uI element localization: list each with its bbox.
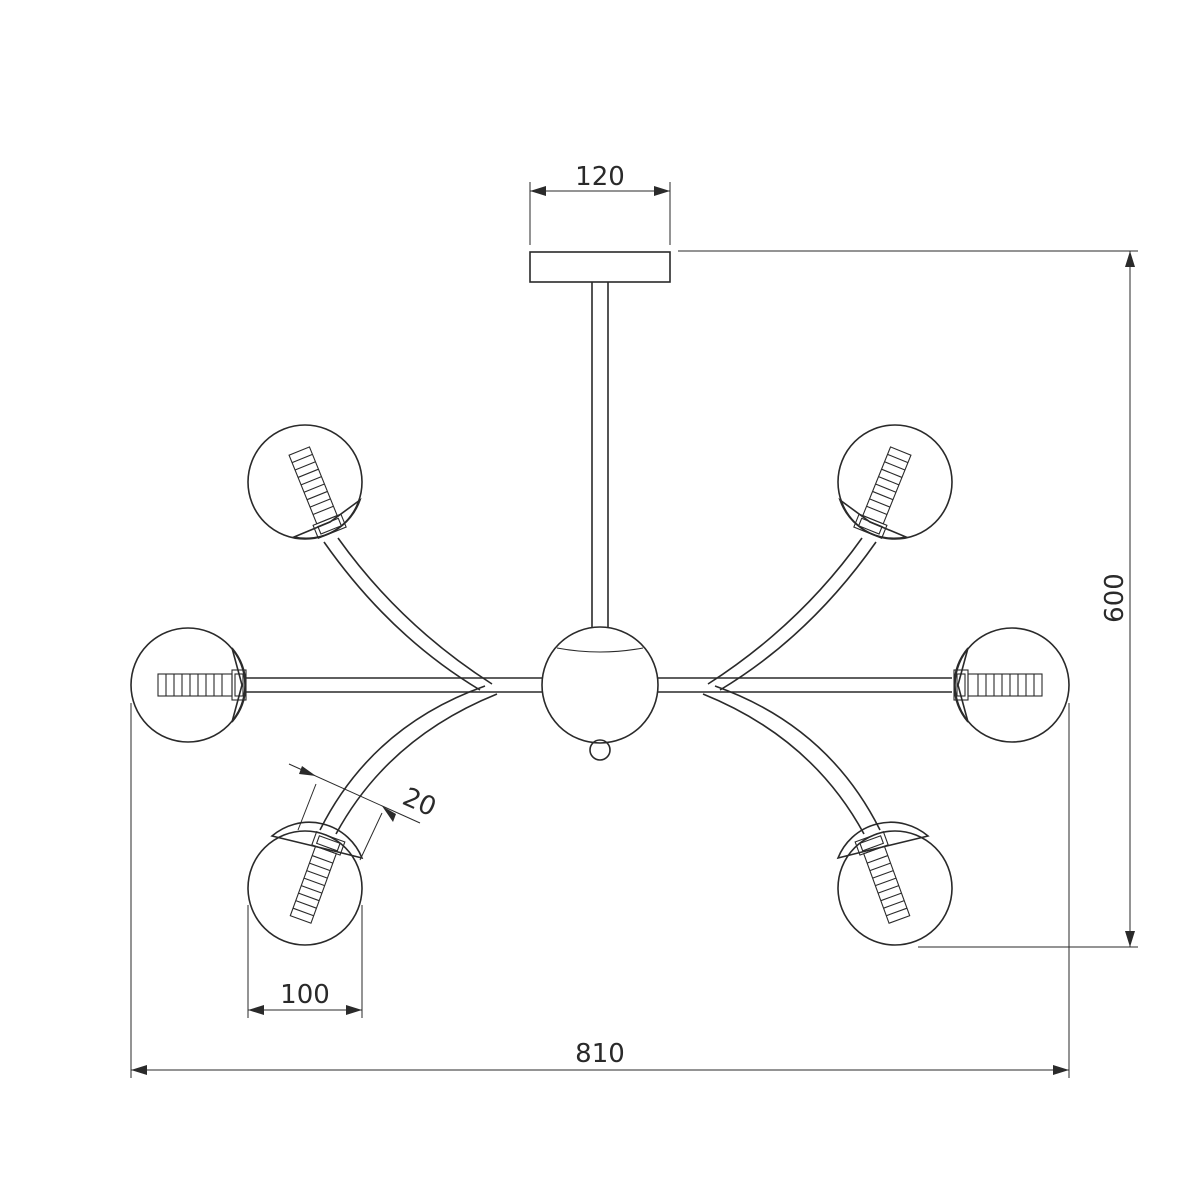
curved-arm-lower-right: [702, 685, 881, 835]
globe-left: [130, 627, 247, 743]
dimension-total-width: 810: [130, 703, 1070, 1078]
globe-lower-right: [836, 821, 953, 946]
globe-lower-left: [247, 821, 364, 946]
horizontal-arm-left: [245, 677, 542, 693]
curved-arm-upper-right: [707, 537, 877, 691]
central-hub: [541, 626, 659, 761]
curved-arm-lower-left: [319, 685, 498, 835]
dimension-label-canopy-width: 120: [575, 162, 625, 192]
dimension-shade-diameter: 100: [247, 905, 363, 1018]
horizontal-arm-right: [658, 677, 952, 693]
globe-right: [953, 627, 1070, 743]
dimension-canopy-width: 120: [529, 162, 671, 245]
dimension-label-shade-diameter: 100: [280, 980, 330, 1010]
ceiling-canopy: [529, 251, 671, 283]
suspension-rod: [591, 282, 609, 628]
dimension-total-height: 600: [678, 250, 1138, 948]
globe-upper-right: [837, 424, 953, 540]
globe-upper-left: [247, 424, 363, 540]
dimension-label-total-width: 810: [575, 1039, 625, 1069]
dimension-label-total-height: 600: [1100, 573, 1130, 623]
dimension-label-arm-thickness: 20: [398, 782, 440, 823]
curved-arm-upper-left: [323, 537, 493, 691]
